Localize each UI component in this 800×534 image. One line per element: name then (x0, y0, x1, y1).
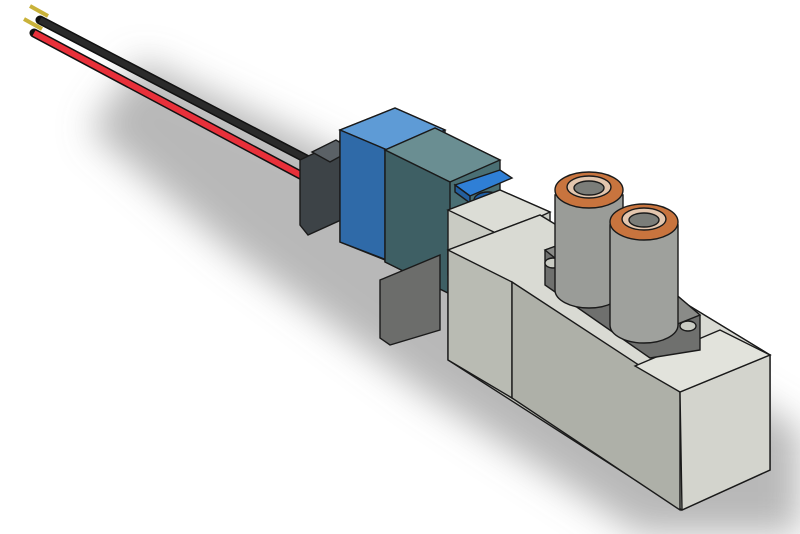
black-wire-core (38, 17, 320, 168)
lead-wires (23, 4, 323, 183)
wire-tip-black (29, 4, 49, 18)
fitting-right (609, 203, 679, 344)
fitting-left (554, 171, 624, 309)
red-wire-core (32, 30, 308, 181)
wire-tip-red (23, 17, 43, 31)
